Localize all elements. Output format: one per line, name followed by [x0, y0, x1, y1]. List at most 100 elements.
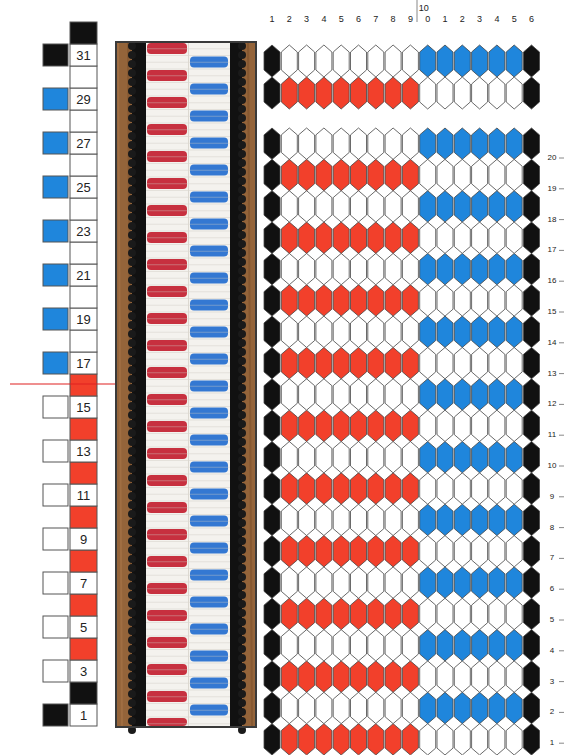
pattern-hex	[402, 504, 418, 535]
pattern-hex	[472, 222, 488, 253]
edge-bump	[238, 690, 246, 698]
pattern-hex	[316, 473, 332, 504]
pattern-hex	[299, 285, 315, 316]
edge-bump	[128, 204, 136, 212]
edge-bump	[238, 456, 246, 464]
pattern-hex	[454, 442, 470, 473]
pattern-hex	[351, 222, 367, 253]
card-number: 3	[80, 665, 87, 678]
edge-bump	[238, 645, 246, 653]
column-number: 8	[391, 15, 396, 24]
edge-bump	[128, 393, 136, 401]
pattern-hex	[454, 128, 470, 159]
pattern-hex	[368, 316, 384, 347]
edge-bump	[238, 348, 246, 356]
pattern-hex	[316, 222, 332, 253]
pattern-hex	[368, 253, 384, 284]
pattern-hex	[402, 630, 418, 661]
pattern-hex	[454, 661, 470, 692]
pattern-hex	[506, 567, 522, 598]
pattern-hex	[264, 285, 280, 316]
pattern-hex	[385, 442, 401, 473]
pattern-hex	[333, 410, 349, 441]
edge-bump	[128, 636, 136, 644]
thread-hex	[454, 77, 470, 109]
edge-bump	[128, 78, 136, 86]
pattern-hex	[402, 379, 418, 410]
pattern-hex	[351, 379, 367, 410]
edge-bump	[128, 366, 136, 374]
thread-square	[70, 330, 97, 352]
pattern-hex	[472, 347, 488, 378]
edge-bump	[238, 303, 246, 311]
edge-bump	[128, 240, 136, 248]
row-number: 15	[548, 308, 557, 316]
edge-bump	[128, 159, 136, 167]
pattern-hex	[402, 253, 418, 284]
pattern-hex	[437, 316, 453, 347]
wood-ground	[116, 42, 256, 727]
edge-bump	[128, 249, 136, 257]
edge-bump	[128, 699, 136, 707]
edge-bump	[128, 132, 136, 140]
pattern-hex	[316, 598, 332, 629]
pattern-hex	[385, 316, 401, 347]
edge-bump	[128, 222, 136, 230]
edge-bump	[238, 177, 246, 185]
thread-hex	[489, 77, 505, 109]
edge-bump	[238, 537, 246, 545]
band-edge	[132, 42, 242, 727]
edge-bump	[128, 258, 136, 266]
pattern-hex	[333, 598, 349, 629]
thread-hex	[402, 77, 418, 109]
edge-bump	[238, 249, 246, 257]
pattern-hex	[368, 410, 384, 441]
edge-bump	[128, 573, 136, 581]
pattern-hex	[316, 316, 332, 347]
edge-bump	[128, 474, 136, 482]
pattern-hex	[454, 473, 470, 504]
row-tick	[559, 466, 564, 467]
pattern-hex	[385, 504, 401, 535]
edge-bump	[128, 276, 136, 284]
edge-bump	[128, 348, 136, 356]
edge-bump	[128, 141, 136, 149]
pattern-hex	[454, 410, 470, 441]
pattern-hex	[351, 442, 367, 473]
pattern-hex	[299, 567, 315, 598]
pattern-hex	[316, 661, 332, 692]
edge-bump	[128, 303, 136, 311]
pattern-hex	[264, 598, 280, 629]
pattern-hex	[316, 692, 332, 723]
pattern-hex	[489, 410, 505, 441]
pattern-hex	[420, 379, 436, 410]
card-number: 17	[76, 357, 90, 370]
pattern-hex	[454, 316, 470, 347]
row-number: 7	[550, 554, 554, 562]
pattern-hex	[420, 222, 436, 253]
pattern-hex	[351, 661, 367, 692]
row-tick	[559, 558, 564, 559]
thread-hex	[368, 77, 384, 109]
pattern-hex	[524, 724, 540, 755]
pattern-hex	[472, 159, 488, 190]
thread-hex	[489, 45, 505, 77]
thread-hex	[437, 77, 453, 109]
pattern-hex	[489, 442, 505, 473]
pattern-hex	[420, 253, 436, 284]
row-tick	[559, 435, 564, 436]
card-number: 23	[76, 225, 90, 238]
edge-bump	[238, 618, 246, 626]
pattern-hex	[281, 347, 297, 378]
thread-square	[70, 594, 97, 616]
pattern-hex	[385, 379, 401, 410]
row-number: 8	[550, 524, 554, 532]
pattern-hex	[333, 630, 349, 661]
pattern-hex	[489, 159, 505, 190]
pattern-hex	[506, 159, 522, 190]
pattern-hex	[472, 567, 488, 598]
pattern-hex	[368, 222, 384, 253]
pattern-hex	[506, 316, 522, 347]
pattern-hex	[402, 536, 418, 567]
pattern-hex	[420, 692, 436, 723]
